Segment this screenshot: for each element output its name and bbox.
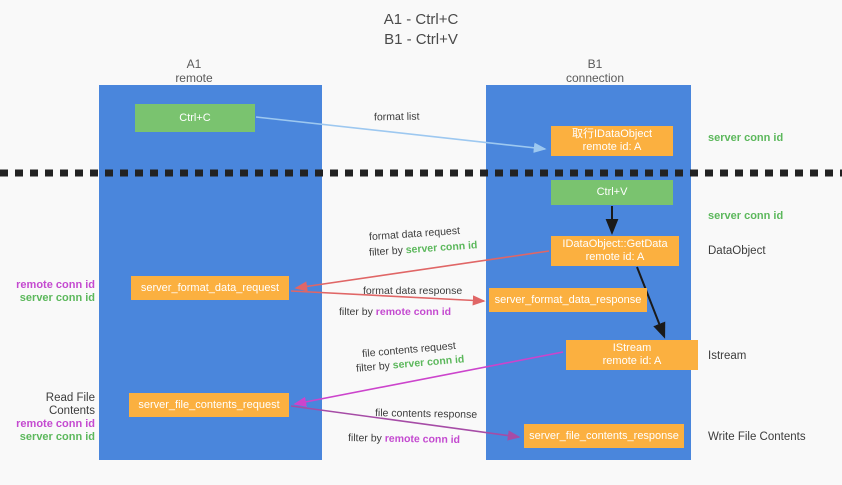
box-getdata-line2: remote id: A (585, 251, 645, 263)
label-file-contents-response-filter: filter by remote conn id (348, 432, 460, 447)
column-b1-name: B1 (587, 57, 603, 71)
column-header-a1: A1 remote (119, 57, 269, 85)
box-ctrl-v-label: Ctrl+V (596, 186, 628, 198)
box-ctrl-c-label: Ctrl+C (179, 111, 211, 124)
label-format-data-response: format data response (363, 285, 463, 297)
label-fdreq-filter-key: server conn id (405, 239, 478, 257)
note-server-conn-id-mid: server conn id (708, 210, 784, 222)
box-istream-line1: IStream (612, 342, 652, 354)
box-idataobject-line2: remote id: A (582, 141, 642, 153)
label-fdreq-filter-prefix: filter by (368, 244, 407, 259)
page-title: A1 - Ctrl+C B1 - Ctrl+V (0, 10, 842, 50)
box-istream-line2: remote id: A (602, 355, 662, 367)
label-fcreq-filter-prefix: filter by (355, 359, 394, 375)
note-remote-conn-id-1: remote conn id (16, 279, 95, 291)
box-idataobject-line1: 取行IDataObject (571, 128, 653, 140)
note-write-file-contents: Write File Contents (708, 431, 806, 443)
box-server-format-data-response-label: server_format_data_response (494, 293, 642, 306)
box-server-format-data-request[interactable]: server_format_data_request (131, 276, 289, 300)
box-server-file-contents-response-label: server_file_contents_response (529, 429, 679, 442)
column-b1-sub: connection (565, 71, 625, 85)
note-dataobject: DataObject (708, 245, 766, 257)
label-fcres-filter-prefix: filter by (347, 432, 385, 445)
phase-divider-dashed-line (0, 169, 842, 177)
title-line-1: A1 - Ctrl+C (383, 11, 459, 28)
note-read-file-contents-heading: Read File Contents (45, 392, 95, 417)
box-getdata-line1: IDataObject::GetData (562, 238, 668, 250)
note-read-file-contents: Read File Contents remote conn id server… (0, 392, 95, 444)
label-format-data-response-filter: filter by remote conn id (339, 306, 451, 319)
title-line-2: B1 - Ctrl+V (384, 31, 458, 48)
note-conn-ids-format: remote conn id server conn id (0, 279, 95, 305)
box-ctrl-v[interactable]: Ctrl+V (551, 180, 673, 205)
box-istream[interactable]: IStream remote id: A (566, 340, 698, 370)
box-server-format-data-response[interactable]: server_format_data_response (489, 288, 647, 312)
label-fdres-filter-prefix: filter by (339, 306, 376, 318)
label-file-contents-response: file contents response (374, 407, 478, 421)
label-fcres-filter-key: remote conn id (384, 432, 461, 446)
box-idataobject[interactable]: 取行IDataObject remote id: A (551, 126, 673, 156)
column-a1-name: A1 (186, 57, 202, 71)
box-server-file-contents-request-label: server_file_contents_request (138, 398, 280, 411)
note-server-conn-id-top: server conn id (708, 132, 784, 144)
label-format-list: format list (373, 110, 420, 124)
label-fdres-filter-key: remote conn id (375, 306, 452, 318)
box-ctrl-c[interactable]: Ctrl+C (135, 104, 255, 132)
box-server-file-contents-response[interactable]: server_file_contents_response (524, 424, 684, 448)
box-server-file-contents-request[interactable]: server_file_contents_request (129, 393, 289, 417)
note-istream: Istream (708, 350, 747, 362)
column-header-b1: B1 connection (520, 57, 670, 85)
note-server-conn-id-left-2: server conn id (19, 431, 95, 443)
box-idataobject-getdata[interactable]: IDataObject::GetData remote id: A (551, 236, 679, 266)
column-a1-sub: remote (175, 71, 213, 85)
note-server-conn-id-left-1: server conn id (19, 292, 95, 304)
note-remote-conn-id-2: remote conn id (16, 418, 95, 430)
box-server-format-data-request-label: server_format_data_request (140, 281, 280, 294)
